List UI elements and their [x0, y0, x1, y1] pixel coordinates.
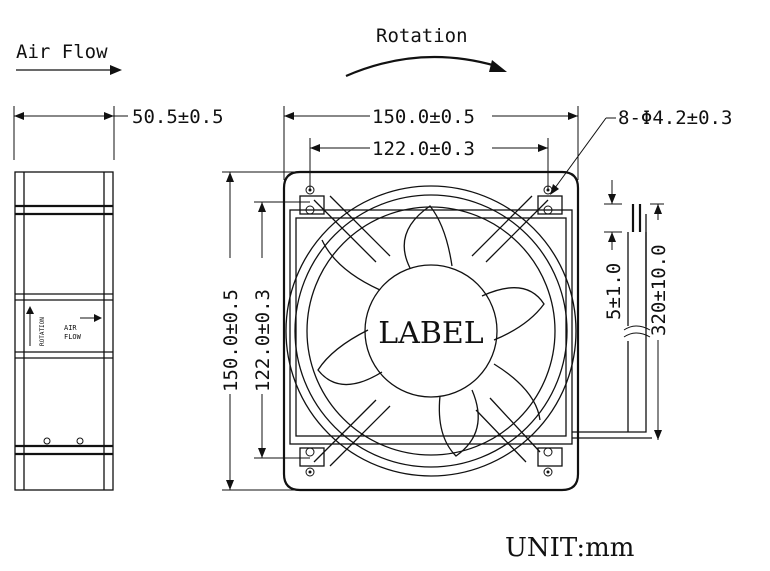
outer-width-label: 150.0±0.5: [372, 106, 475, 128]
wire-lead: [623, 204, 651, 432]
wire-strip-label: 5±1.0: [603, 263, 625, 320]
airflow-arrow-icon: [16, 65, 122, 75]
depth-dimension: [13, 106, 128, 160]
depth-label: 50.5±0.5: [132, 106, 224, 128]
outer-height-dimension: [222, 171, 296, 491]
fan-front-view: [282, 170, 652, 492]
airflow-caption: Air Flow: [16, 41, 108, 63]
rotation-arrow-icon: [345, 55, 507, 78]
wire-length-dimension: [650, 203, 664, 440]
mounting-hole-leader: [550, 117, 616, 195]
hub-label: LABEL: [378, 316, 484, 351]
side-airflow-mark-line2: FLOW: [64, 333, 82, 341]
wire-length-label: 320±10.0: [648, 244, 670, 336]
side-airflow-mark-line1: AIR: [64, 324, 77, 332]
outer-width-dimension: [283, 106, 579, 180]
hole-height-dimension: [254, 201, 310, 459]
side-rotation-mark: ROTATION: [39, 317, 46, 346]
fan-side-view: [14, 171, 114, 491]
hole-height-label: 122.0±0.3: [252, 289, 274, 392]
rotation-caption: Rotation: [376, 25, 468, 47]
wire-strip-dimension: [604, 180, 622, 250]
mounting-holes-label: 8-Φ4.2±0.3: [618, 107, 732, 129]
hole-width-dimension: [309, 138, 549, 190]
unit-label: UNIT:mm: [505, 533, 634, 563]
hole-width-label: 122.0±0.3: [372, 138, 475, 160]
outer-height-label: 150.0±0.5: [220, 289, 242, 392]
